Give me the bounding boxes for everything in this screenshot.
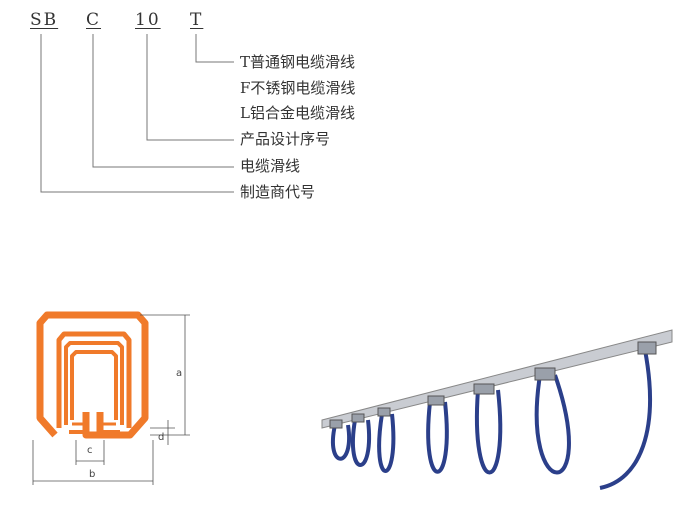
code-material: T <box>190 10 204 30</box>
dim-c: c <box>87 445 93 456</box>
legend-item: 电缆滑线 <box>240 157 301 175</box>
c-profile-cross-section <box>36 311 149 439</box>
code-type: C <box>86 10 102 30</box>
legend-item: T普通钢电缆滑线 <box>240 53 356 71</box>
code-maker: SB <box>30 10 59 30</box>
legend-item: L铝合金电缆滑线 <box>240 104 355 122</box>
dim-b: b <box>89 469 96 480</box>
legend-item: 产品设计序号 <box>240 130 331 148</box>
legend-item: F不锈钢电缆滑线 <box>240 79 356 97</box>
dim-a: a <box>176 368 183 379</box>
code-serial: 10 <box>135 10 161 30</box>
legend-item: 制造商代号 <box>240 183 316 201</box>
rail-system-illustration <box>321 329 673 490</box>
dim-d: d <box>158 432 165 443</box>
